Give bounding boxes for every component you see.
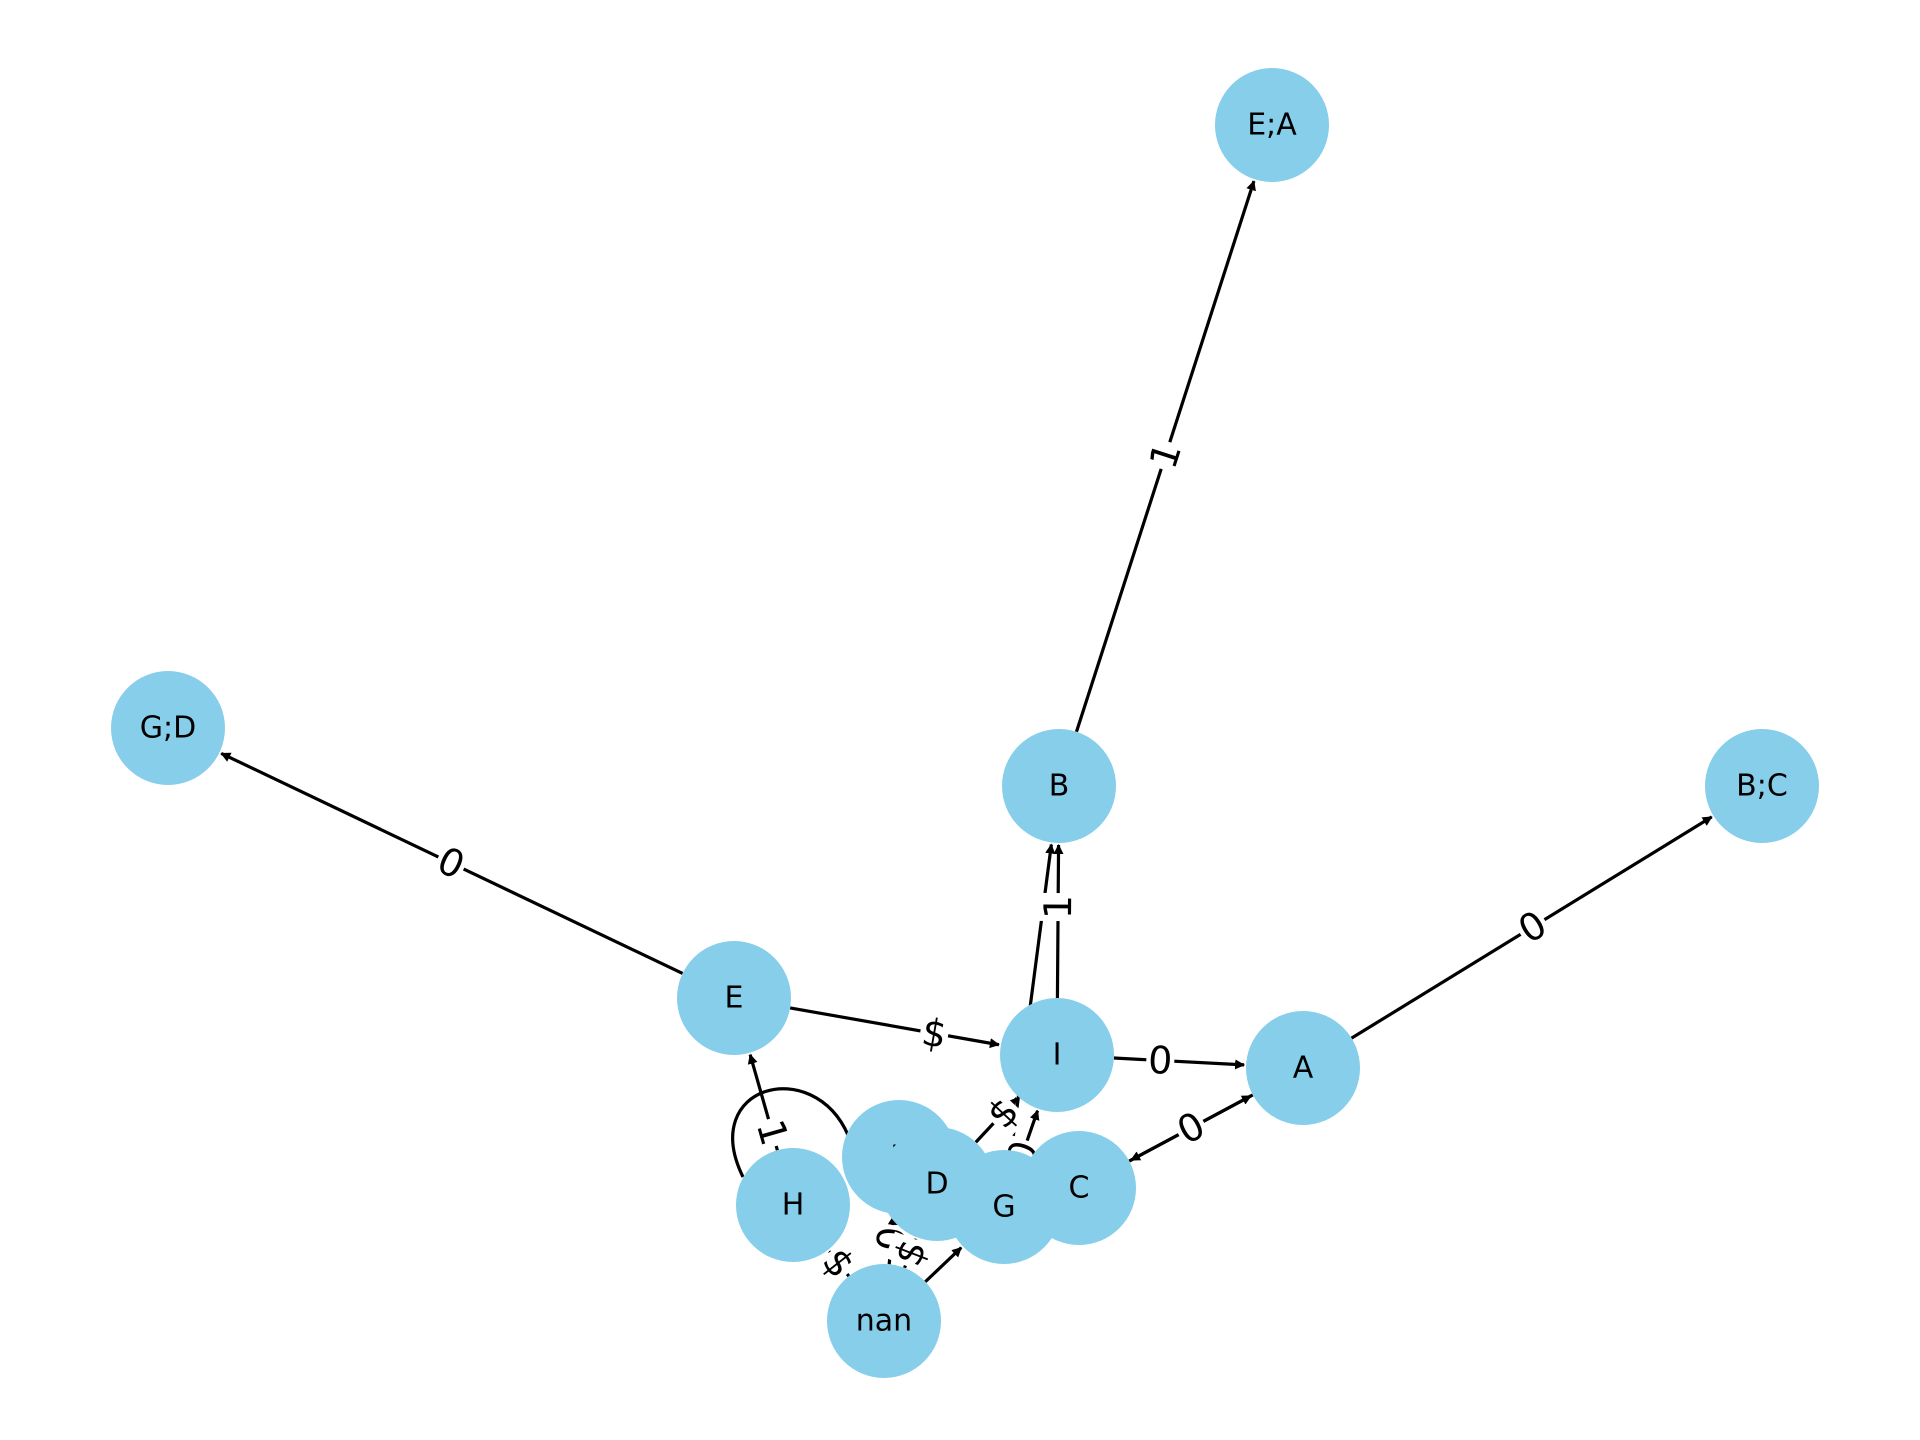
- edge-label-bg: [1035, 892, 1081, 922]
- node-label: H: [782, 1188, 805, 1223]
- edge-label-bg: [747, 1113, 798, 1153]
- edge-label-A-BC: 0: [1509, 900, 1556, 954]
- edge-I-B: [1053, 843, 1064, 999]
- edge-label-C-A: 0: [1168, 1101, 1214, 1155]
- node-circle: [1215, 68, 1329, 182]
- edge-label-bg: [977, 1087, 1029, 1139]
- node-label: D: [925, 1167, 948, 1202]
- edge-label-I-B: 1: [1035, 892, 1081, 922]
- node-EA[interactable]: E;A: [1215, 68, 1329, 182]
- node-C[interactable]: C: [1022, 1131, 1136, 1245]
- node-label: G: [992, 1190, 1015, 1225]
- edge-label-text: 1: [1036, 895, 1080, 920]
- edge-label-B-EA: 1: [1140, 435, 1191, 476]
- edge-label-bg: [428, 837, 474, 889]
- node-nan[interactable]: nan: [827, 1264, 941, 1378]
- node-circle: [1002, 729, 1116, 843]
- node-circle: [1000, 998, 1114, 1112]
- node-label: E;A: [1247, 108, 1297, 143]
- node-B[interactable]: B: [1002, 729, 1116, 843]
- edge-I-A: [1113, 1056, 1246, 1070]
- node-circle: [827, 1264, 941, 1378]
- node-label: A: [1293, 1051, 1314, 1086]
- edge-label-bg: [1145, 1037, 1176, 1084]
- node-H[interactable]: H: [736, 1148, 850, 1262]
- node-label: C: [1069, 1171, 1090, 1206]
- edge-E-I: [789, 1006, 1000, 1049]
- node-circle: [1705, 729, 1819, 843]
- edge-label-bg: [1509, 900, 1556, 954]
- node-BC[interactable]: B;C: [1705, 729, 1819, 843]
- node-circle: [1022, 1131, 1136, 1245]
- node-A[interactable]: A: [1246, 1011, 1360, 1125]
- node-GD[interactable]: G;D: [111, 671, 225, 785]
- nodes-layer: E;AG;DB;CBEIAHFDGCnan: [111, 68, 1819, 1378]
- node-label: G;D: [140, 711, 196, 746]
- edges-layer: [220, 180, 1713, 1283]
- edge-label-bg: [916, 1009, 952, 1058]
- edge-label-E-GD: 0: [428, 837, 474, 889]
- node-circle: [677, 941, 791, 1055]
- edge-label-text: 0: [1147, 1038, 1173, 1083]
- node-E[interactable]: E: [677, 941, 791, 1055]
- edge-label-H-E: 1: [747, 1113, 798, 1153]
- node-circle: [736, 1148, 850, 1262]
- edge-label-bg: [1168, 1101, 1214, 1155]
- edge-label-E-I: $: [916, 1009, 952, 1058]
- node-circle: [1246, 1011, 1360, 1125]
- edge-nan-G: [924, 1246, 963, 1283]
- node-label: B;C: [1736, 769, 1788, 804]
- edge-label-text: 1: [748, 1115, 797, 1150]
- node-label: nan: [856, 1304, 912, 1339]
- node-circle: [111, 671, 225, 785]
- node-label: E: [725, 981, 744, 1016]
- node-label: I: [1053, 1038, 1062, 1073]
- edge-label-bg: [812, 1238, 865, 1288]
- edge-label-bg: [1140, 435, 1191, 476]
- edge-self-loop-H: [731, 1087, 850, 1178]
- node-label: B: [1049, 769, 1070, 804]
- edge-label-bg: [884, 1231, 937, 1274]
- edge-label-I-A: 0: [1145, 1037, 1176, 1084]
- node-I[interactable]: I: [1000, 998, 1114, 1112]
